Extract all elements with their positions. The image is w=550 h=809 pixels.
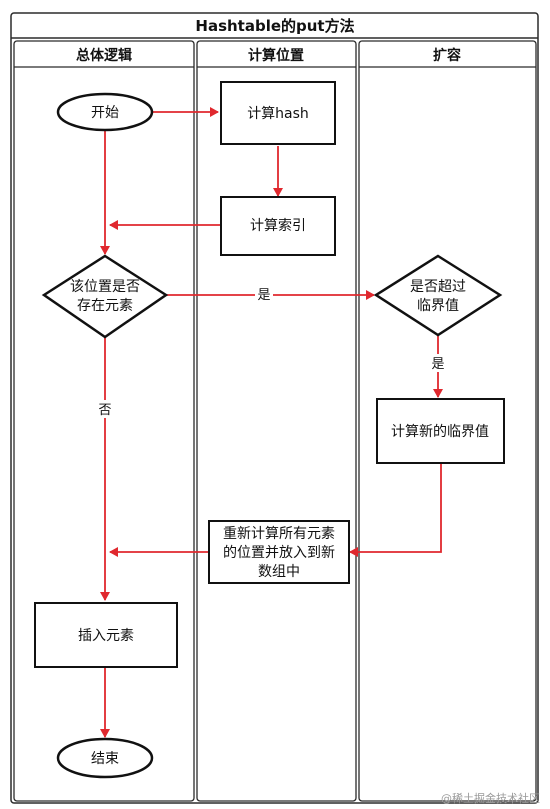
node-recompute-label-3: 数组中 xyxy=(258,564,300,580)
node-exists-decision xyxy=(41,254,169,339)
node-over-threshold-label-2: 临界值 xyxy=(417,298,459,314)
edge-label-bg-yes xyxy=(255,285,273,303)
node-insert xyxy=(34,602,178,668)
node-compute-hash xyxy=(220,81,336,145)
node-exists-label-2: 存在元素 xyxy=(77,298,133,314)
edge-label-bg-no xyxy=(96,400,114,418)
lane-compute xyxy=(196,40,357,802)
node-insert-label: 插入元素 xyxy=(78,628,134,644)
node-compute-index xyxy=(220,196,336,256)
node-compute-index-label: 计算索引 xyxy=(250,217,306,234)
lane-title-overall: 总体逻辑 xyxy=(76,47,132,64)
node-start-label: 开始 xyxy=(91,105,119,121)
node-exists-label-1: 该位置是否 xyxy=(70,279,140,295)
edge-label-no: 否 xyxy=(98,403,111,418)
node-start xyxy=(56,92,154,132)
diagram-frame xyxy=(10,12,539,804)
node-new-threshold xyxy=(376,398,505,464)
diagram-title: Hashtable的put方法 xyxy=(195,17,354,35)
node-new-threshold-label: 计算新的临界值 xyxy=(391,424,489,440)
node-over-threshold-decision xyxy=(373,254,503,337)
edge-label-yes-down: 是 xyxy=(431,357,444,372)
watermark: @稀土掘金技术社区 xyxy=(441,791,540,805)
node-recompute xyxy=(208,520,350,584)
edge-label-bg-yes-down xyxy=(429,354,447,372)
node-recompute-label-2: 的位置并放入到新 xyxy=(223,545,335,561)
node-compute-hash-label: 计算hash xyxy=(247,106,309,122)
node-end-label: 结束 xyxy=(91,751,119,767)
edge-label-yes-to-threshold: 是 xyxy=(257,288,270,303)
node-recompute-label-1: 重新计算所有元素 xyxy=(223,526,335,542)
lane-title-resize: 扩容 xyxy=(433,47,461,64)
lane-title-compute: 计算位置 xyxy=(248,47,304,64)
node-end xyxy=(56,737,154,779)
edge-newthreshold-to-recompute xyxy=(349,463,442,557)
lane-resize xyxy=(358,40,537,802)
node-over-threshold-label-1: 是否超过 xyxy=(410,279,466,295)
lane-overall xyxy=(13,40,195,802)
